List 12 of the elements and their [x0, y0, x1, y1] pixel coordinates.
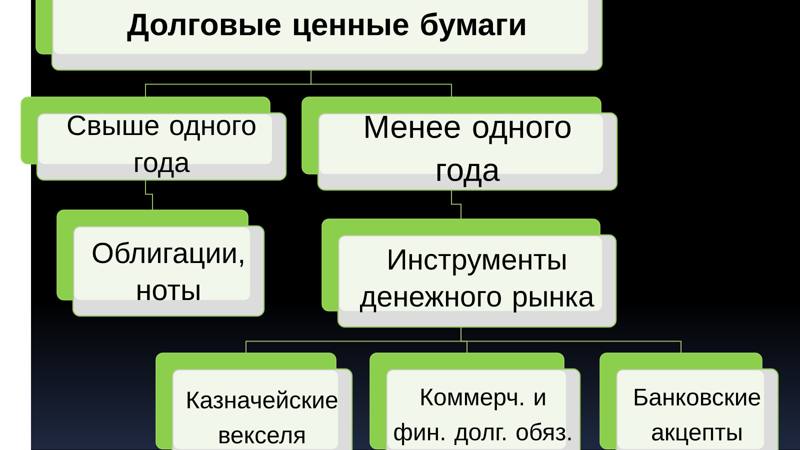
category-box: Инструменты денежного рынка: [322, 218, 617, 328]
heading-box: Долговые ценные бумаги: [36, 0, 603, 71]
connector-line: [145, 180, 153, 210]
category-box: Облигации, ноты: [56, 210, 265, 317]
category-box: Казначейские векселя: [156, 352, 353, 450]
connector-line: [460, 326, 682, 354]
category-box: Менее одного года: [302, 96, 618, 191]
connector-line: [451, 190, 462, 220]
category-box: Банковские акцепты: [600, 352, 779, 450]
connector-line: [310, 70, 452, 98]
category-box: Коммерч. и фин. долг. обяз.: [370, 352, 581, 450]
category-box: Свыше одного года: [20, 96, 287, 181]
